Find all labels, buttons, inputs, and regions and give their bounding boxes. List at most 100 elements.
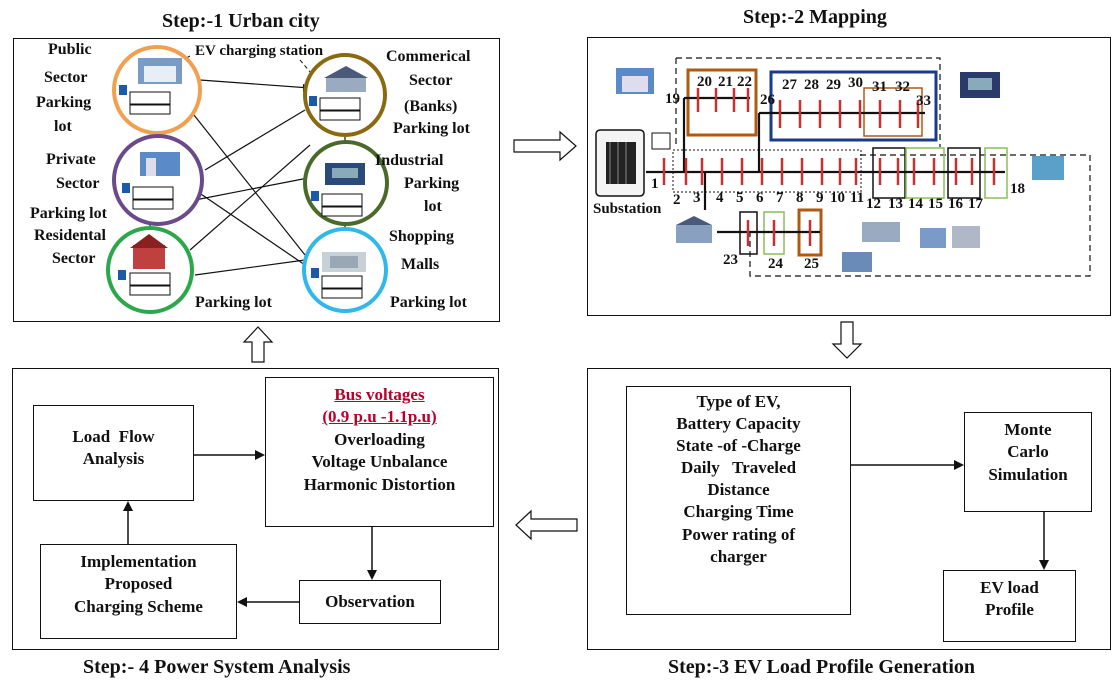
commercial-label-1: Commerical — [386, 48, 471, 65]
issue-line: Harmonic Distortion — [303, 474, 456, 494]
charger-icons — [118, 85, 319, 280]
implementation-box: Implementation Proposed Charging Scheme — [40, 544, 237, 639]
ev-parameters-box: Type of EV, Battery Capacity State -of -… — [626, 386, 851, 615]
commercial-label-4: Parking lot — [393, 120, 470, 137]
private-label-1: Private — [46, 151, 96, 168]
arrow-step3-to-step4 — [515, 509, 578, 541]
observation-box: Observation — [299, 580, 441, 624]
parking-icons — [129, 91, 363, 299]
issue-line: Voltage Unbalance — [311, 452, 448, 472]
parking-lot-bottom-left: Parking lot — [195, 294, 272, 311]
building-icons — [130, 58, 368, 272]
node-label: 10 — [830, 190, 845, 206]
arrow-step2-to-step3 — [831, 321, 863, 359]
mapping-panel — [587, 37, 1111, 316]
residential-label-2: Sector — [52, 250, 96, 267]
private-label-2: Sector — [56, 175, 100, 192]
node-label: 5 — [736, 190, 744, 206]
bus-voltages-box: Bus voltages (0.9 p.u -1.1p.u) Overloadi… — [265, 377, 494, 527]
param-line: Type of EV, — [696, 392, 781, 411]
node-label: 25 — [804, 256, 819, 272]
node-label: 4 — [716, 190, 724, 206]
param-line: Power rating of — [682, 524, 795, 544]
node-label: 1 — [651, 176, 659, 192]
node-label: 9 — [816, 190, 824, 206]
load-flow-box: Load Flow Analysis — [33, 405, 194, 501]
step4-title: Step:- 4 Power System Analysis — [83, 656, 351, 678]
node-label: 15 — [928, 196, 943, 212]
param-line: Daily Traveled — [680, 458, 797, 478]
param-line: charger — [710, 546, 767, 566]
node-label: 19 — [665, 91, 680, 107]
loadflow-line: Analysis — [82, 449, 145, 469]
substation-label: Substation — [593, 201, 662, 217]
node-label: 20 — [697, 74, 712, 90]
node-label: 2 — [673, 192, 681, 208]
impl-line: Charging Scheme — [74, 596, 203, 616]
step2-title: Step:-2 Mapping — [743, 6, 887, 28]
node-label: 13 — [888, 196, 903, 212]
impl-line: Implementation — [80, 552, 197, 571]
profile-line: Profile — [985, 600, 1034, 620]
bus-voltage-title: Bus voltages — [334, 385, 425, 404]
arrow-step1-to-step2 — [513, 130, 577, 162]
public-label-4: lot — [54, 118, 72, 135]
node-label: 3 — [693, 190, 701, 206]
monte-carlo-box: Monte Carlo Simulation — [964, 412, 1092, 512]
arrow-to-monte-carlo — [954, 460, 964, 470]
monte-line: Carlo — [1007, 442, 1049, 462]
node-label: 33 — [916, 93, 931, 109]
node-label: 14 — [908, 196, 923, 212]
loadflow-line: Load Flow — [72, 427, 155, 446]
param-line: Charging Time — [683, 502, 794, 522]
arrow-to-observation — [367, 570, 377, 580]
arrow-to-load-flow — [123, 501, 133, 511]
arrow-to-bus-voltage — [255, 450, 265, 460]
node-label: 28 — [804, 77, 819, 93]
step3-title: Step:-3 EV Load Profile Generation — [668, 656, 976, 678]
parking-lot-bottom-right: Parking lot — [390, 294, 467, 311]
residential-label-1: Residental — [34, 227, 106, 244]
ev-load-profile-box: EV load Profile — [943, 570, 1076, 642]
public-label-2: Sector — [44, 69, 88, 86]
impl-line: Proposed — [104, 574, 173, 594]
public-label-3: Parking — [36, 94, 92, 111]
node-label: 6 — [756, 190, 764, 206]
node-label: 24 — [768, 256, 783, 272]
arrow-step4-to-step1 — [242, 326, 274, 363]
node-label: 26 — [760, 92, 775, 108]
industrial-label-2: Parking — [404, 175, 460, 192]
residential-circle — [106, 226, 194, 314]
node-label: 21 — [718, 74, 733, 90]
node-label: 8 — [796, 190, 804, 206]
step1-title: Step:-1 Urban city — [162, 10, 320, 32]
building-thumbs — [616, 68, 1064, 272]
node-label: 12 — [866, 196, 881, 212]
node-label: 23 — [723, 252, 738, 268]
node-label: 16 — [948, 196, 963, 212]
node-label: 11 — [850, 190, 865, 206]
monte-line: Simulation — [988, 464, 1068, 484]
commercial-label-3: (Banks) — [404, 98, 458, 115]
node-label: 31 — [872, 79, 887, 95]
param-line: State -of -Charge — [676, 436, 801, 456]
shopping-label-2: Malls — [401, 256, 440, 273]
node-label: 32 — [895, 79, 910, 95]
node-label: 30 — [848, 75, 863, 91]
param-line: Battery Capacity — [676, 414, 801, 434]
commercial-label-2: Sector — [409, 72, 453, 89]
substation-icon — [595, 129, 645, 197]
node-label: 29 — [826, 77, 841, 93]
industrial-label-1: Industrial — [375, 152, 444, 169]
node-label: 27 — [782, 77, 797, 93]
private-label-3: Parking lot — [30, 205, 107, 222]
urban-city-panel — [13, 38, 500, 322]
node-label: 22 — [737, 74, 752, 90]
ev-charging-callout: EV charging station — [195, 43, 324, 59]
industrial-label-3: lot — [424, 198, 442, 215]
node-label: 7 — [776, 190, 784, 206]
param-line: Distance — [707, 480, 770, 500]
